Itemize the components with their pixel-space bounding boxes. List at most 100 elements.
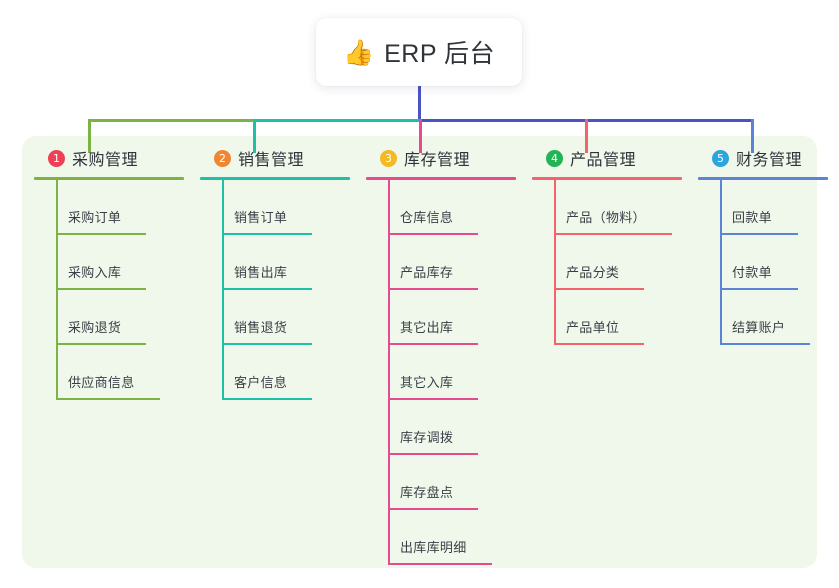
leaf-node-label: 采购订单 — [68, 210, 122, 225]
leaf-node[interactable]: 销售退货 — [200, 290, 350, 345]
branch-number-badge: 1 — [48, 149, 65, 167]
leaf-node-label: 客户信息 — [234, 375, 288, 390]
leaf-node-label: 销售订单 — [234, 210, 288, 225]
branch-children: 产品（物料） 产品分类产品单位 — [532, 180, 682, 345]
leaf-node[interactable]: 产品库存 — [366, 235, 516, 290]
branch-title: 销售管理 — [238, 152, 305, 169]
leaf-node-label: 产品库存 — [400, 265, 454, 280]
leaf-node[interactable]: 其它出库 — [366, 290, 516, 345]
branch-header-rule — [200, 177, 350, 180]
teal-bus — [253, 119, 422, 122]
leaf-node-rule — [222, 233, 312, 235]
leaf-node[interactable]: 产品（物料） — [532, 180, 682, 235]
drop-finance — [751, 119, 754, 153]
leaf-node[interactable]: 库存盘点 — [366, 455, 516, 510]
branch-header-3[interactable]: 3 库存管理 — [366, 146, 516, 170]
leaf-node-rule — [56, 233, 146, 235]
leaf-node[interactable]: 库存调拨 — [366, 400, 516, 455]
leaf-node-rule — [388, 343, 478, 345]
leaf-node-rule — [720, 233, 798, 235]
root-node-label: ERP 后台 — [384, 40, 496, 68]
branch-spine — [388, 180, 390, 565]
root-node[interactable]: 👍 ERP 后台 — [316, 18, 522, 86]
leaf-node[interactable]: 销售出库 — [200, 235, 350, 290]
branch-title: 产品管理 — [570, 152, 637, 169]
branch-header-rule — [366, 177, 516, 180]
leaf-node-rule — [388, 563, 492, 565]
branch-column-3: 3 库存管理仓库信息产品库存其它出库其它入库库存调拨库存盘点出库库明细 — [366, 146, 516, 565]
leaf-node-rule — [222, 288, 312, 290]
leaf-node-label: 供应商信息 — [68, 375, 135, 390]
leaf-node[interactable]: 产品单位 — [532, 290, 682, 345]
leaf-node[interactable]: 采购入库 — [34, 235, 184, 290]
leaf-node-label: 回款单 — [732, 210, 772, 225]
branch-header-4[interactable]: 4 产品管理 — [532, 146, 682, 170]
leaf-node-label: 库存盘点 — [400, 485, 454, 500]
branch-spine — [554, 180, 556, 345]
leaf-node-label: 销售退货 — [234, 320, 288, 335]
leaf-node-label: 采购入库 — [68, 265, 122, 280]
leaf-node[interactable]: 出库库明细 — [366, 510, 516, 565]
leaf-node-label: 其它出库 — [400, 320, 454, 335]
branch-children: 采购订单采购入库采购退货供应商信息 — [34, 180, 184, 400]
leaf-node[interactable]: 采购订单 — [34, 180, 184, 235]
branch-header-rule — [34, 177, 184, 180]
branches-panel — [22, 136, 817, 568]
leaf-node-rule — [388, 288, 478, 290]
leaf-node[interactable]: 付款单 — [698, 235, 828, 290]
branch-number-badge: 3 — [380, 149, 397, 167]
root-stem — [418, 86, 421, 119]
leaf-node-label: 出库库明细 — [400, 540, 467, 555]
leaf-node-label: 产品分类 — [566, 265, 620, 280]
leaf-node-label: 付款单 — [732, 265, 772, 280]
leaf-node-rule — [388, 508, 478, 510]
branch-children: 回款单付款单结算账户 — [698, 180, 828, 345]
green-bus — [88, 119, 256, 122]
leaf-node-rule — [554, 288, 644, 290]
branch-children: 仓库信息产品库存其它出库其它入库库存调拨库存盘点出库库明细 — [366, 180, 516, 565]
branch-header-rule — [698, 177, 828, 180]
branch-children: 销售订单销售出库销售退货客户信息 — [200, 180, 350, 400]
leaf-node[interactable]: 回款单 — [698, 180, 828, 235]
leaf-node-label: 销售出库 — [234, 265, 288, 280]
leaf-node-label: 产品（物料） — [566, 210, 646, 225]
branch-spine — [222, 180, 224, 400]
thumbs-up-icon: 👍 — [342, 37, 375, 67]
leaf-node-label: 采购退货 — [68, 320, 122, 335]
leaf-node-rule — [56, 343, 146, 345]
leaf-node-label: 其它入库 — [400, 375, 454, 390]
leaf-node[interactable]: 客户信息 — [200, 345, 350, 400]
branch-header-rule — [532, 177, 682, 180]
branch-number-badge: 4 — [546, 149, 563, 167]
leaf-node-rule — [554, 233, 672, 235]
leaf-node[interactable]: 产品分类 — [532, 235, 682, 290]
leaf-node[interactable]: 供应商信息 — [34, 345, 184, 400]
leaf-node-rule — [56, 398, 160, 400]
leaf-node-rule — [388, 453, 478, 455]
leaf-node-label: 仓库信息 — [400, 210, 454, 225]
drop-product — [585, 119, 588, 153]
leaf-node[interactable]: 销售订单 — [200, 180, 350, 235]
branch-column-4: 4 产品管理产品（物料） 产品分类产品单位 — [532, 146, 682, 345]
leaf-node[interactable]: 其它入库 — [366, 345, 516, 400]
leaf-node-rule — [720, 343, 810, 345]
leaf-node-rule — [388, 398, 478, 400]
leaf-node[interactable]: 采购退货 — [34, 290, 184, 345]
branch-title: 库存管理 — [404, 152, 471, 169]
leaf-node-label: 结算账户 — [732, 320, 786, 335]
branch-spine — [720, 180, 722, 345]
leaf-node-rule — [56, 288, 146, 290]
leaf-node[interactable]: 结算账户 — [698, 290, 828, 345]
leaf-node-rule — [222, 398, 312, 400]
leaf-node[interactable]: 仓库信息 — [366, 180, 516, 235]
drop-sales — [253, 119, 256, 153]
leaf-node-label: 库存调拨 — [400, 430, 454, 445]
drop-purchasing — [88, 119, 91, 153]
